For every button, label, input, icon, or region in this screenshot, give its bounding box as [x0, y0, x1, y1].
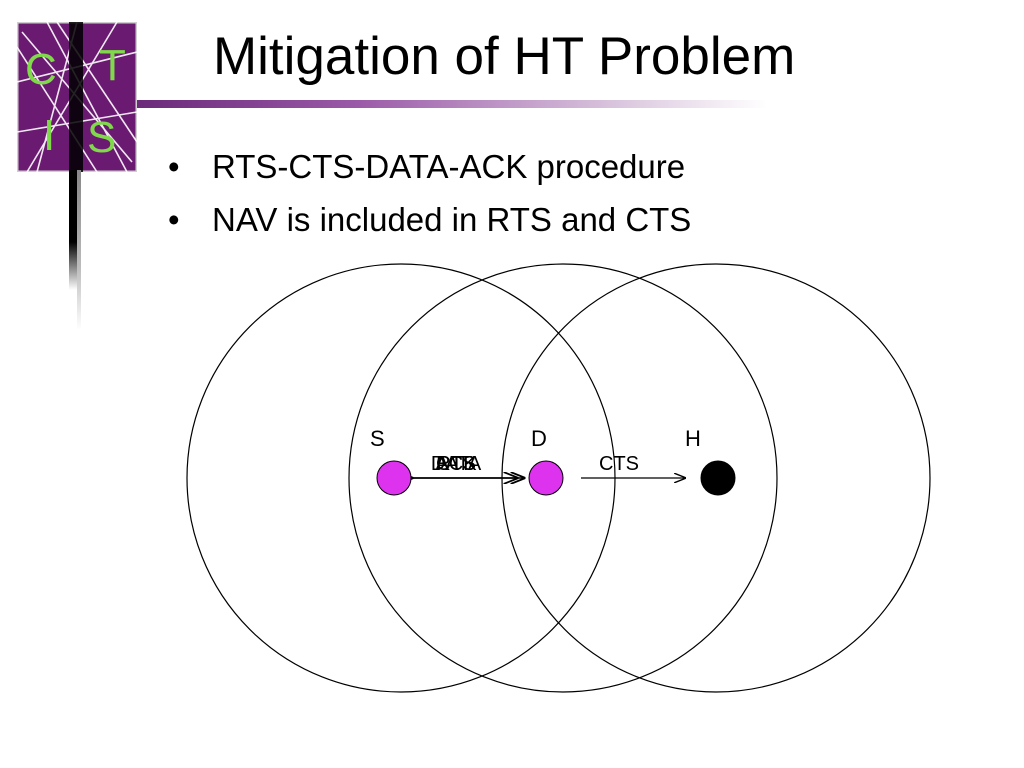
node-s	[376, 460, 412, 496]
bullet-item: • RTS-CTS-DATA-ACK procedure	[168, 140, 691, 193]
logo-letter-s: S	[87, 113, 116, 162]
bullet-text: RTS-CTS-DATA-ACK procedure	[212, 148, 686, 185]
ctis-logo: C T I S	[17, 22, 137, 172]
logo-letter-i: I	[43, 111, 55, 160]
range-circle-d	[348, 263, 778, 693]
title-underline	[137, 100, 767, 108]
overlap-label-ack: ACK	[435, 453, 477, 475]
cts-label: CTS	[599, 453, 639, 475]
node-label-h: H	[685, 426, 701, 451]
node-label-d: D	[531, 426, 547, 451]
logo-bar	[69, 170, 77, 290]
logo-bar-shadow	[77, 170, 81, 330]
bullet-dot: •	[168, 201, 180, 238]
logo-letter-c: C	[25, 45, 57, 94]
overlap-label-data: DATA	[431, 453, 482, 475]
node-d	[528, 460, 564, 496]
bullet-item: • NAV is included in RTS and CTS	[168, 193, 691, 246]
bullet-dot: •	[168, 148, 180, 185]
bullet-list: • RTS-CTS-DATA-ACK procedure • NAV is in…	[168, 140, 691, 246]
overlap-label-cts: CTS	[436, 453, 476, 475]
node-h	[700, 460, 736, 496]
overlap-label-rts: RTS	[436, 453, 476, 475]
logo-letter-t: T	[99, 41, 126, 90]
bullet-text: NAV is included in RTS and CTS	[212, 201, 692, 238]
slide-title: Mitigation of HT Problem	[213, 27, 796, 86]
node-label-s: S	[370, 426, 385, 451]
